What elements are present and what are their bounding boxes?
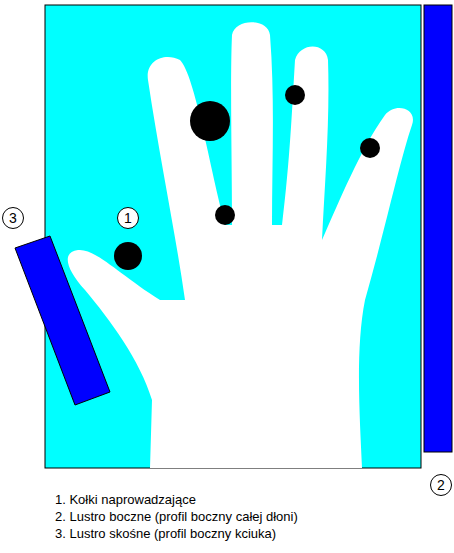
legend-line: 3. Lustro skośne (profil boczny kciuka) bbox=[55, 526, 276, 541]
oblique-mirror bbox=[15, 236, 110, 405]
legend-line: 2. Lustro boczne (profil boczny całej dł… bbox=[55, 509, 298, 524]
callout-number: 1 bbox=[124, 211, 132, 225]
guide-pin bbox=[360, 138, 380, 158]
hand-outline bbox=[68, 22, 413, 468]
guide-pin bbox=[190, 101, 230, 141]
callout-circle: 2 bbox=[430, 474, 452, 496]
guide-pin bbox=[215, 205, 235, 225]
callout-circle: 1 bbox=[117, 207, 139, 229]
side-mirror bbox=[424, 5, 452, 452]
callout-number: 2 bbox=[437, 478, 445, 492]
guide-pin bbox=[285, 85, 305, 105]
legend-line: 1. Kołki naprowadzające bbox=[55, 492, 196, 507]
base-plate bbox=[45, 5, 421, 468]
guide-pin bbox=[114, 242, 142, 270]
callout-number: 3 bbox=[9, 211, 17, 225]
callout-circle: 3 bbox=[2, 207, 24, 229]
